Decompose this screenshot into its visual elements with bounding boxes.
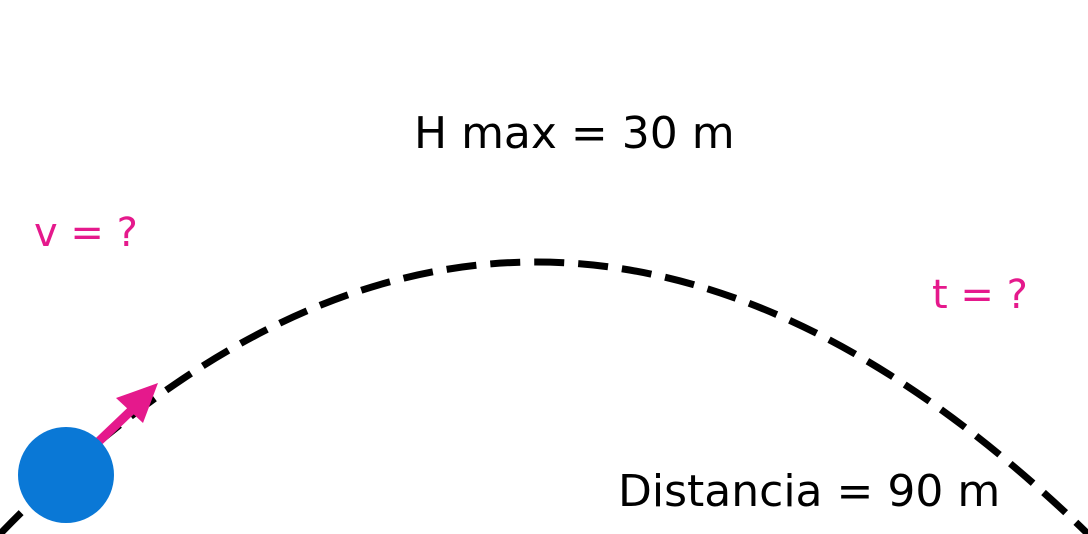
distance-label: Distancia = 90 m <box>618 466 1001 517</box>
time-label: t = ? <box>932 272 1028 318</box>
ball-icon <box>18 427 114 523</box>
velocity-label: v = ? <box>34 210 138 256</box>
arrow-head <box>116 383 158 423</box>
max-height-label: H max = 30 m <box>414 108 735 159</box>
trajectory-path <box>0 258 1088 534</box>
velocity-arrow-icon <box>90 383 158 450</box>
arrow-shaft <box>90 401 141 450</box>
